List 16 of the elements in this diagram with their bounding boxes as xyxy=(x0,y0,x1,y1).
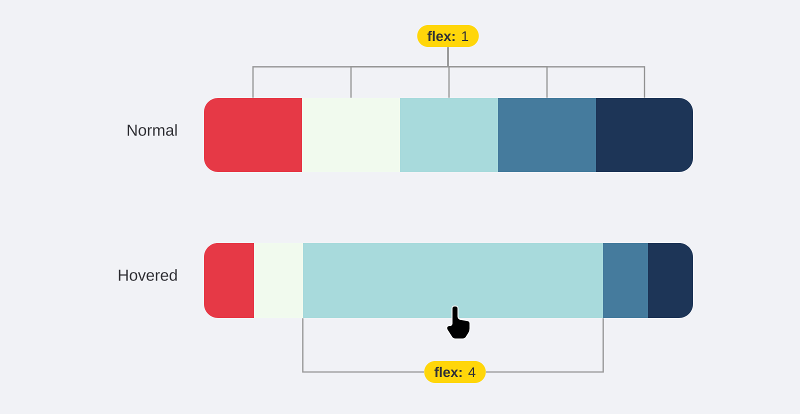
row-label: Hovered xyxy=(118,269,177,281)
color-segment xyxy=(648,243,693,318)
color-segment xyxy=(603,243,648,318)
flex-badge: flex: 1 xyxy=(417,25,479,47)
color-segment xyxy=(400,98,498,172)
color-segment xyxy=(204,98,302,172)
bracket-line xyxy=(302,318,424,373)
flex-badge: flex: 4 xyxy=(424,361,486,383)
color-segment xyxy=(204,243,254,318)
color-segment xyxy=(498,98,596,172)
color-segment xyxy=(254,243,303,318)
color-segment xyxy=(302,98,400,172)
color-segment xyxy=(596,98,693,172)
row-label: Normal xyxy=(128,124,177,136)
color-segment xyxy=(303,243,603,318)
bracket-line xyxy=(447,47,646,98)
